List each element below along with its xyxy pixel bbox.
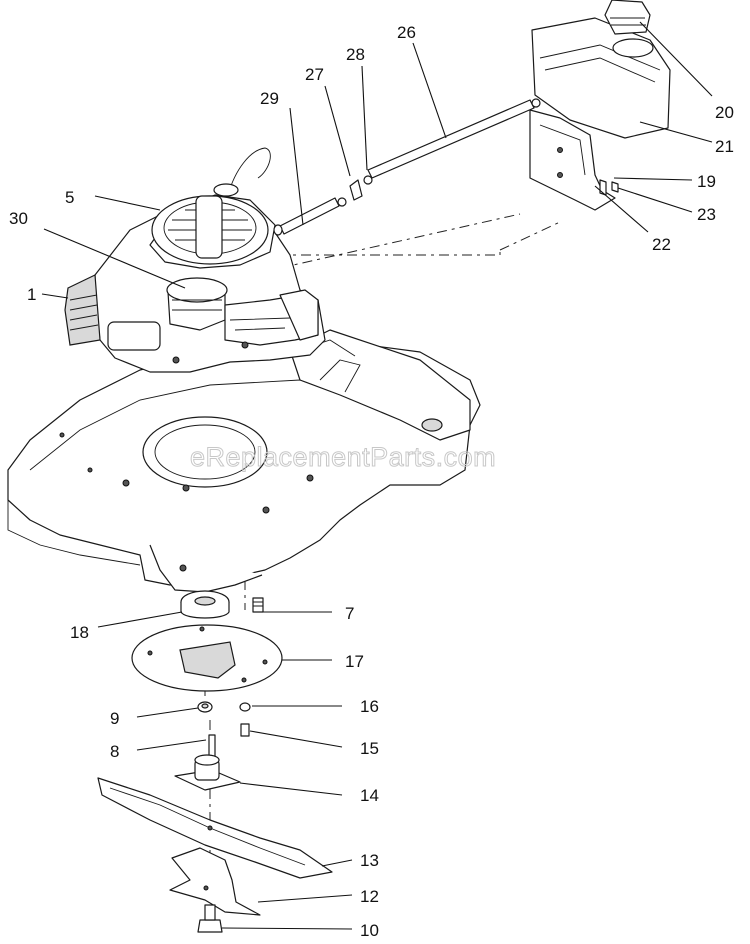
blade-stiffener <box>169 847 261 916</box>
callout-10: 10 <box>360 921 379 940</box>
callout-30: 30 <box>9 209 28 228</box>
fuel-tank <box>531 0 671 139</box>
mower-deck <box>7 329 481 593</box>
engine <box>64 147 326 373</box>
fuel-line-assembly <box>273 98 541 236</box>
callout-19: 19 <box>697 172 716 191</box>
blade-bolt <box>197 904 223 933</box>
watermark: eReplacementParts.com <box>190 442 496 472</box>
callout-15: 15 <box>360 739 379 758</box>
callout-21: 21 <box>715 137 734 156</box>
spindle-bolt-7 <box>252 597 264 613</box>
callout-23: 23 <box>697 205 716 224</box>
callout-28: 28 <box>346 45 365 64</box>
callout-29: 29 <box>260 89 279 108</box>
blade-hub <box>174 754 241 791</box>
callout-12: 12 <box>360 887 379 906</box>
leader-lines <box>41 21 713 930</box>
callout-1: 1 <box>27 285 36 304</box>
bearing <box>180 590 230 619</box>
key-8 <box>208 734 216 758</box>
callout-labels: 29 27 28 26 5 30 1 20 21 19 23 22 7 18 1… <box>9 23 734 940</box>
fuel-tank-bracket <box>529 109 616 211</box>
lock-washer-16 <box>239 702 251 712</box>
callout-22: 22 <box>652 235 671 254</box>
callout-14: 14 <box>360 786 379 805</box>
callout-20: 20 <box>715 103 734 122</box>
callout-8: 8 <box>110 742 119 761</box>
blade-adapter-plate <box>131 624 283 692</box>
callout-16: 16 <box>360 697 379 716</box>
screw-15 <box>240 723 250 737</box>
callout-18: 18 <box>70 623 89 642</box>
callout-27: 27 <box>305 65 324 84</box>
washer-9 <box>197 701 213 713</box>
callout-7: 7 <box>345 604 354 623</box>
callout-9: 9 <box>110 709 119 728</box>
callout-5: 5 <box>65 188 74 207</box>
callout-17: 17 <box>345 652 364 671</box>
callout-26: 26 <box>397 23 416 42</box>
callout-13: 13 <box>360 851 379 870</box>
mower-blade <box>97 777 333 879</box>
